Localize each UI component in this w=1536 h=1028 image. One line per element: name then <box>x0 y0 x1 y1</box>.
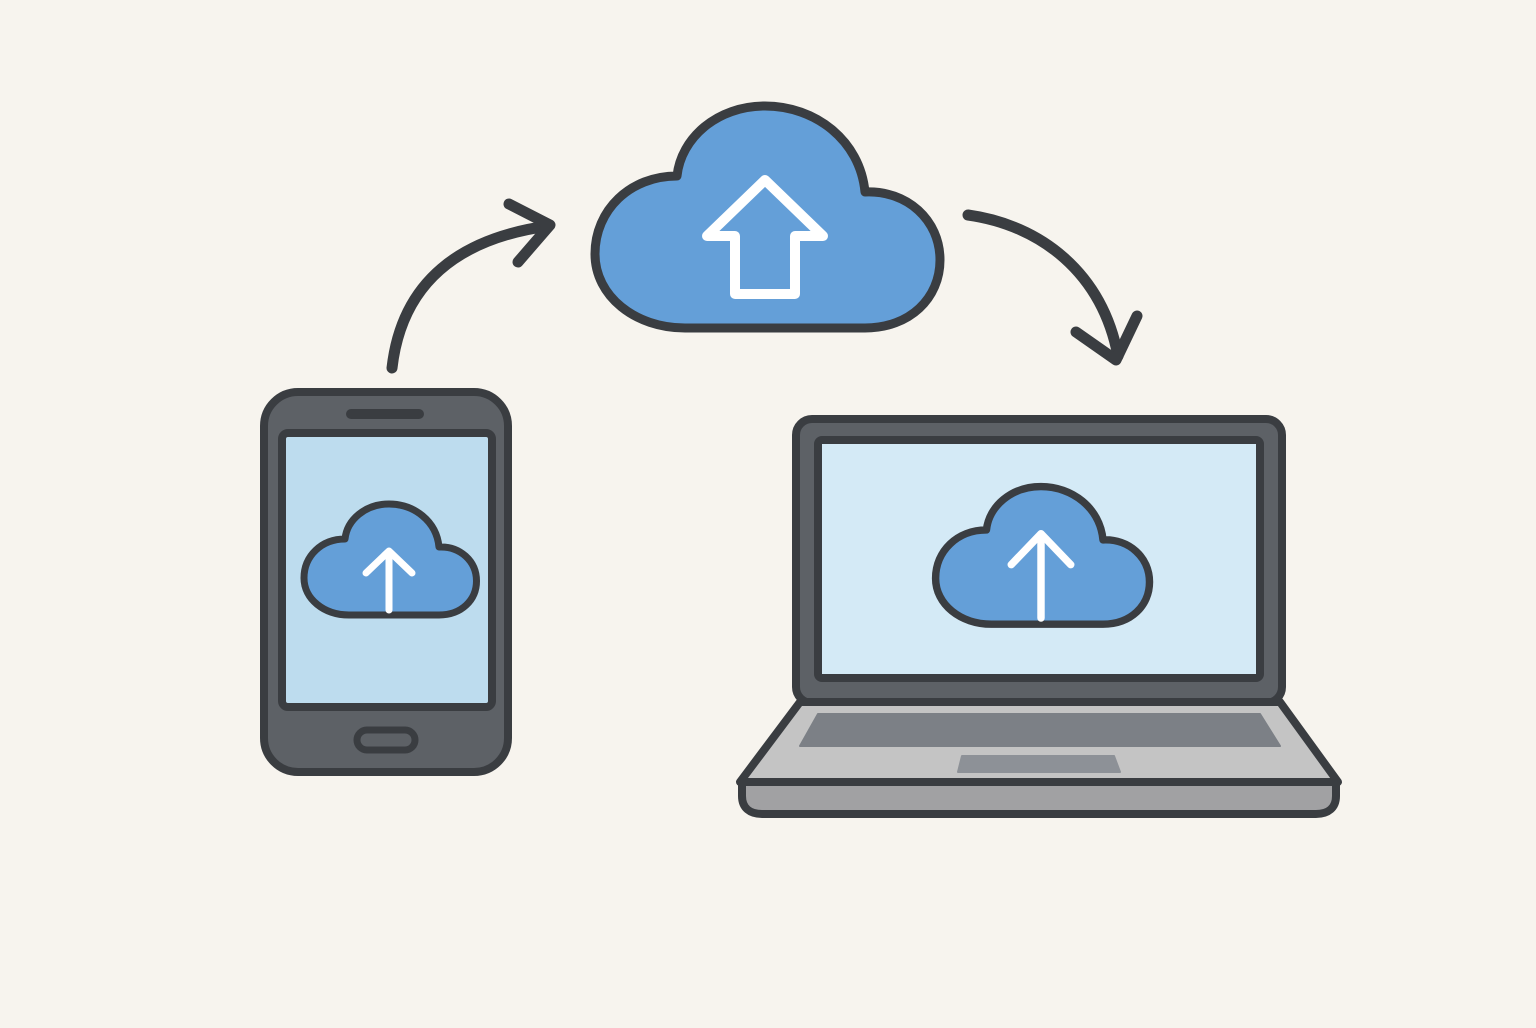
laptop-node <box>736 415 1342 818</box>
curved-arrow-icon <box>386 198 556 374</box>
smartphone-node <box>260 388 512 776</box>
laptop-screen-cloud <box>936 487 1150 625</box>
smartphone-icon <box>260 388 512 776</box>
cloud-upload-icon <box>936 487 1150 625</box>
laptop-base-rim <box>738 778 1340 818</box>
phone-to-cloud-arrow <box>386 198 556 374</box>
upload-arrow-icon <box>702 175 828 299</box>
laptop-keyboard <box>799 713 1281 747</box>
cloud-to-laptop-arrow <box>962 209 1143 366</box>
upload-arrow-icon <box>362 547 416 614</box>
upload-arrow-icon <box>1007 529 1075 622</box>
phone-speaker <box>346 409 424 419</box>
cloud-upload-icon <box>595 106 940 328</box>
curved-arrow-icon <box>962 209 1143 366</box>
laptop-touchpad <box>957 755 1121 773</box>
phone-home-button <box>353 726 419 754</box>
cloud-upload-icon <box>304 504 477 615</box>
cloud-node <box>595 106 940 328</box>
phone-screen-cloud <box>304 504 477 615</box>
